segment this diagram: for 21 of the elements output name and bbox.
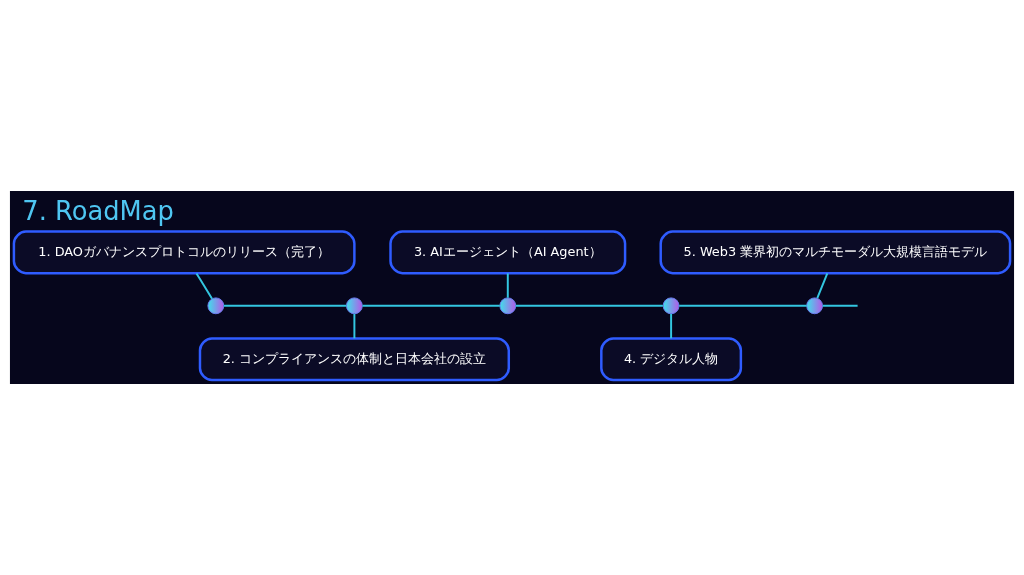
node-circle [499, 297, 517, 315]
connector [514, 304, 664, 307]
node-box: 4. デジタル人物 [600, 337, 743, 382]
node-circle [207, 297, 225, 315]
connector [353, 312, 356, 340]
diagram-title: 7. RoadMap [22, 195, 174, 226]
connector [506, 272, 509, 299]
node-box: 1. DAOガバナンスプロトコルのリリース（完了） [12, 230, 356, 275]
node-circle [806, 297, 824, 315]
node-box: 2. コンプライアンスの体制と日本会社の設立 [198, 337, 510, 382]
connector [678, 304, 808, 307]
connector [195, 272, 214, 300]
node-circle [662, 297, 680, 315]
connector [222, 304, 348, 307]
connector [821, 304, 859, 307]
node-circle [345, 297, 363, 315]
node-box: 3. AIエージェント（AI Agent） [389, 230, 627, 275]
connector [361, 304, 501, 307]
connector [670, 312, 673, 340]
connector [816, 272, 829, 300]
node-box: 5. Web3 業界初のマルチモーダル大規模言語モデル [659, 230, 1012, 275]
